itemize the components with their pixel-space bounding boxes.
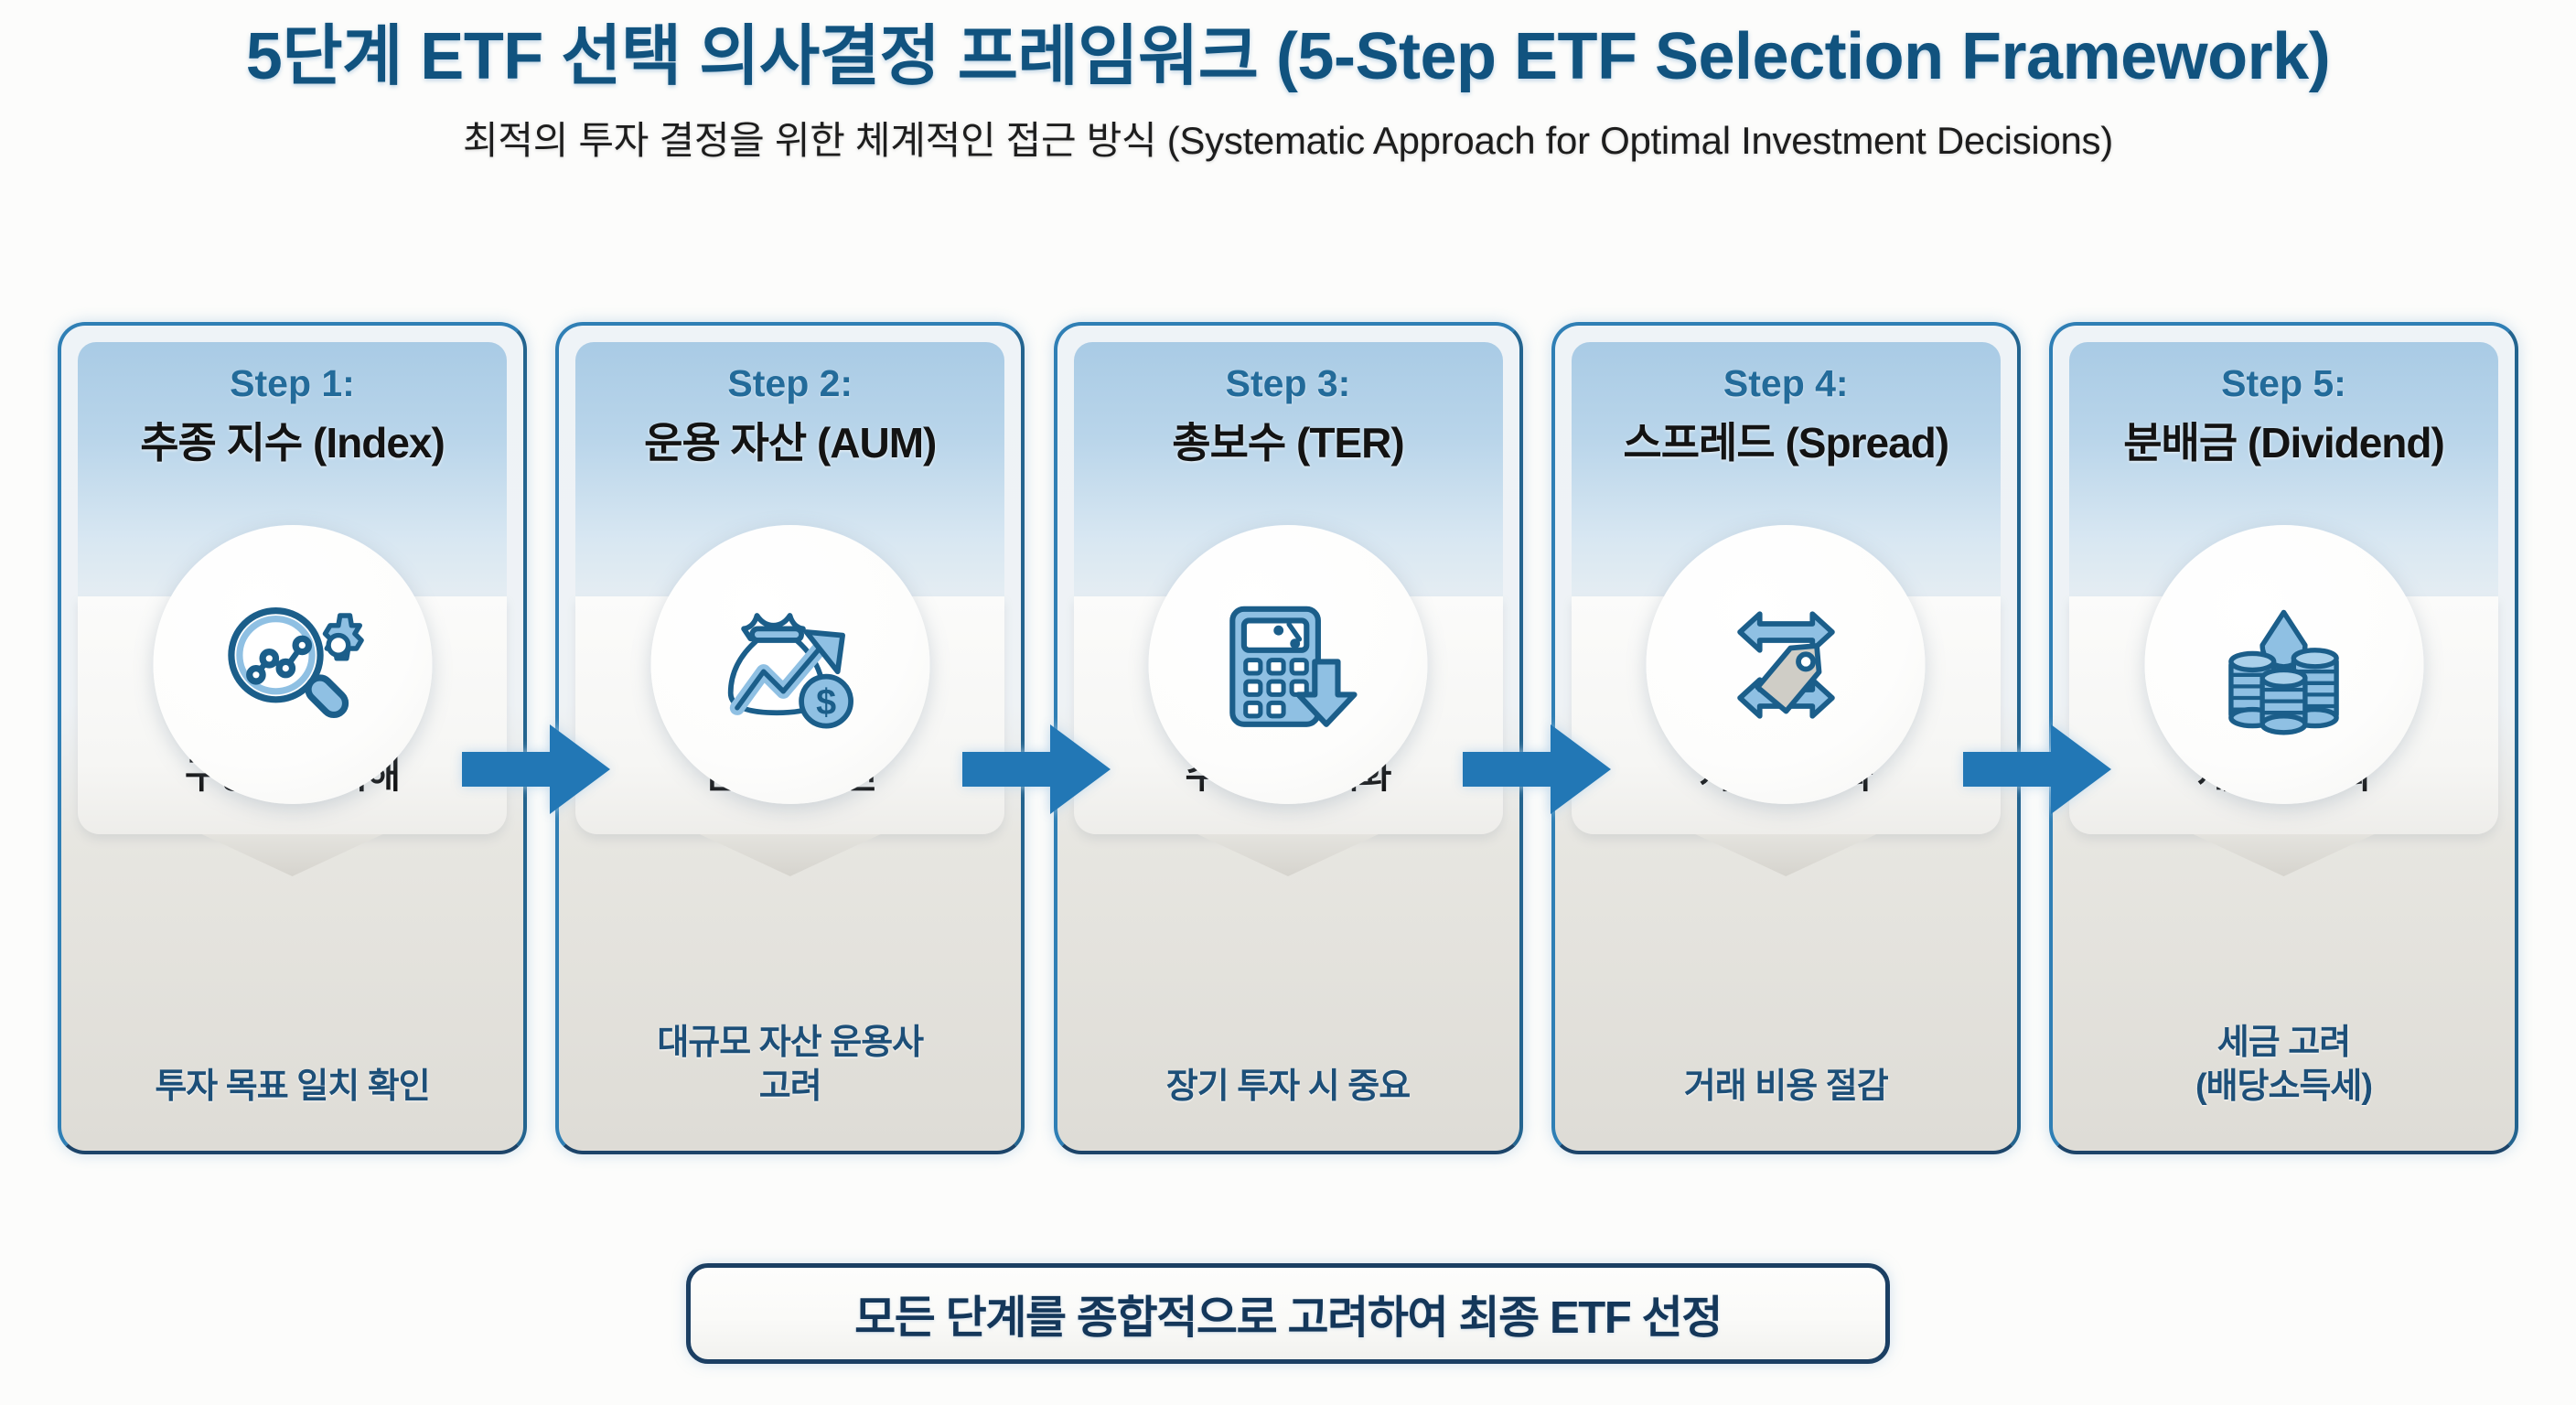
page-title: 5단계 ETF 선택 의사결정 프레임워크 (5-Step ETF Select… (245, 20, 2331, 93)
step-card-4[interactable]: Step 4: 스프레드 (Spread) 매수/매도 호가 차이 최소화 (1551, 322, 2021, 1154)
step-footnote-3: 장기 투자 시 중요 (1165, 1067, 1411, 1106)
step-label-2: Step 2: (727, 362, 853, 404)
magnifier-chart-gear-icon (210, 583, 375, 747)
double-arrows-price-tag-icon (1703, 583, 1868, 747)
step-footnote-5: 세금 고려 (배당소득세) (2195, 1024, 2373, 1106)
chevron-notch-5 (2193, 834, 2375, 876)
arrow-right-icon (462, 724, 610, 814)
step-footnote-2: 대규모 자산 운용사 고려 (657, 1024, 924, 1106)
icon-circle-4 (1646, 525, 1926, 804)
coin-stacks-droplet-icon (2202, 583, 2367, 747)
header: 5단계 ETF 선택 의사결정 프레임워크 (5-Step ETF Select… (0, 0, 2576, 164)
step-card-2[interactable]: Step 2: 운용 자산 (AUM) $ (555, 322, 1025, 1154)
arrow-right-icon (1963, 724, 2111, 814)
arrow-4-to-5 (1963, 724, 2111, 814)
arrow-1-to-2 (462, 724, 610, 814)
step-card-5[interactable]: Step 5: 분배금 (Dividend) (2049, 322, 2518, 1154)
step-title-4: 스프레드 (Spread) (1623, 419, 1949, 467)
step-title-2: 운용 자산 (AUM) (644, 419, 937, 467)
page-subtitle: 최적의 투자 결정을 위한 체계적인 접근 방식 (Systematic App… (463, 118, 2113, 162)
summary-banner-text: 모든 단계를 종합적으로 고려하여 최종 ETF 선정 (854, 1292, 1723, 1343)
steps-row: Step 1: 추종 지수 (Index) (58, 322, 2518, 1154)
chevron-notch-4 (1695, 834, 1877, 876)
arrow-2-to-3 (962, 724, 1111, 814)
step-footnote-4: 거래 비용 절감 (1683, 1067, 1889, 1106)
calculator-percent-down-arrow-icon (1206, 583, 1370, 747)
svg-text:$: $ (816, 682, 836, 723)
arrow-right-icon (962, 724, 1111, 814)
chevron-notch-3 (1197, 834, 1379, 876)
step-card-3[interactable]: Step 3: 총보수 (TER) (1053, 322, 1523, 1154)
money-bag-growth-arrow-dollar-icon: $ (708, 583, 873, 747)
icon-circle-1 (153, 525, 432, 804)
chevron-notch-1 (201, 834, 383, 876)
arrow-3-to-4 (1463, 724, 1611, 814)
step-label-4: Step 4: (1723, 362, 1849, 404)
step-footnote-1: 투자 목표 일치 확인 (155, 1067, 430, 1106)
icon-circle-2: $ (650, 525, 930, 804)
chevron-notch-2 (699, 834, 881, 876)
icon-circle-5 (2144, 525, 2423, 804)
icon-circle-3 (1148, 525, 1428, 804)
step-label-5: Step 5: (2221, 362, 2346, 404)
step-title-1: 추종 지수 (Index) (140, 419, 445, 467)
step-label-3: Step 3: (1225, 362, 1351, 404)
step-title-3: 총보수 (TER) (1172, 419, 1404, 467)
step-card-1[interactable]: Step 1: 추종 지수 (Index) (58, 322, 527, 1154)
summary-banner[interactable]: 모든 단계를 종합적으로 고려하여 최종 ETF 선정 (686, 1263, 1890, 1364)
step-title-5: 분배금 (Dividend) (2123, 419, 2445, 467)
arrow-right-icon (1463, 724, 1611, 814)
step-label-1: Step 1: (230, 362, 355, 404)
